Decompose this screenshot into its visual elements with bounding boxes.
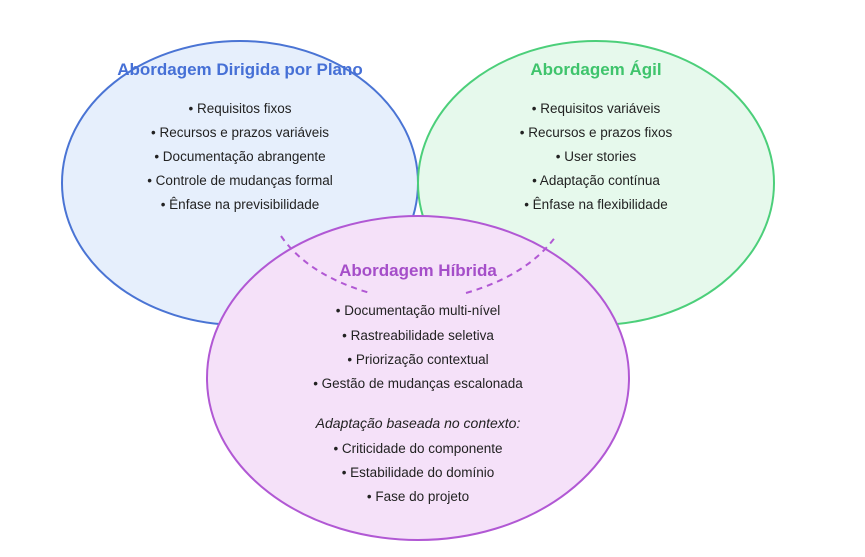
agile-item: • User stories xyxy=(556,149,637,164)
dashed-overlap-arc-left xyxy=(280,235,371,294)
agile-item: • Requisitos variáveis xyxy=(532,101,661,116)
plan-driven-item: • Documentação abrangente xyxy=(154,149,325,164)
hybrid-item: • Documentação multi-nível xyxy=(336,303,501,318)
plan-driven-item: • Controle de mudanças formal xyxy=(147,173,333,188)
agile-list: • Requisitos variáveis • Recursos e praz… xyxy=(520,101,673,212)
agile-item: • Ênfase na flexibilidade xyxy=(524,197,668,212)
hybrid-context-heading: Adaptação baseada no contexto: xyxy=(315,415,521,431)
hybrid-list: • Documentação multi-nível • Rastreabili… xyxy=(313,303,523,391)
plan-driven-list: • Requisitos fixos • Recursos e prazos v… xyxy=(147,101,333,212)
hybrid-context-item: • Criticidade do componente xyxy=(333,441,502,456)
hybrid-circle xyxy=(206,215,630,541)
hybrid-item: • Rastreabilidade seletiva xyxy=(342,328,494,343)
agile-title: Abordagem Ágil xyxy=(530,60,661,79)
hybrid-context-list: • Criticidade do componente • Estabilida… xyxy=(333,441,502,504)
agile-item: • Adaptação contínua xyxy=(532,173,660,188)
plan-driven-item: • Recursos e prazos variáveis xyxy=(151,125,329,140)
hybrid-context-item: • Fase do projeto xyxy=(367,489,469,504)
hybrid-context-item: • Estabilidade do domínio xyxy=(342,465,495,480)
hybrid-item: • Gestão de mudanças escalonada xyxy=(313,376,523,391)
agile-item: • Recursos e prazos fixos xyxy=(520,125,673,140)
plan-driven-item: • Ênfase na previsibilidade xyxy=(161,197,320,212)
hybrid-title: Abordagem Híbrida xyxy=(339,261,497,280)
dashed-overlap-arc-right xyxy=(465,235,557,294)
plan-driven-title: Abordagem Dirigida por Plano xyxy=(117,60,363,79)
hybrid-item: • Priorização contextual xyxy=(347,352,488,367)
plan-driven-item: • Requisitos fixos xyxy=(188,101,291,116)
